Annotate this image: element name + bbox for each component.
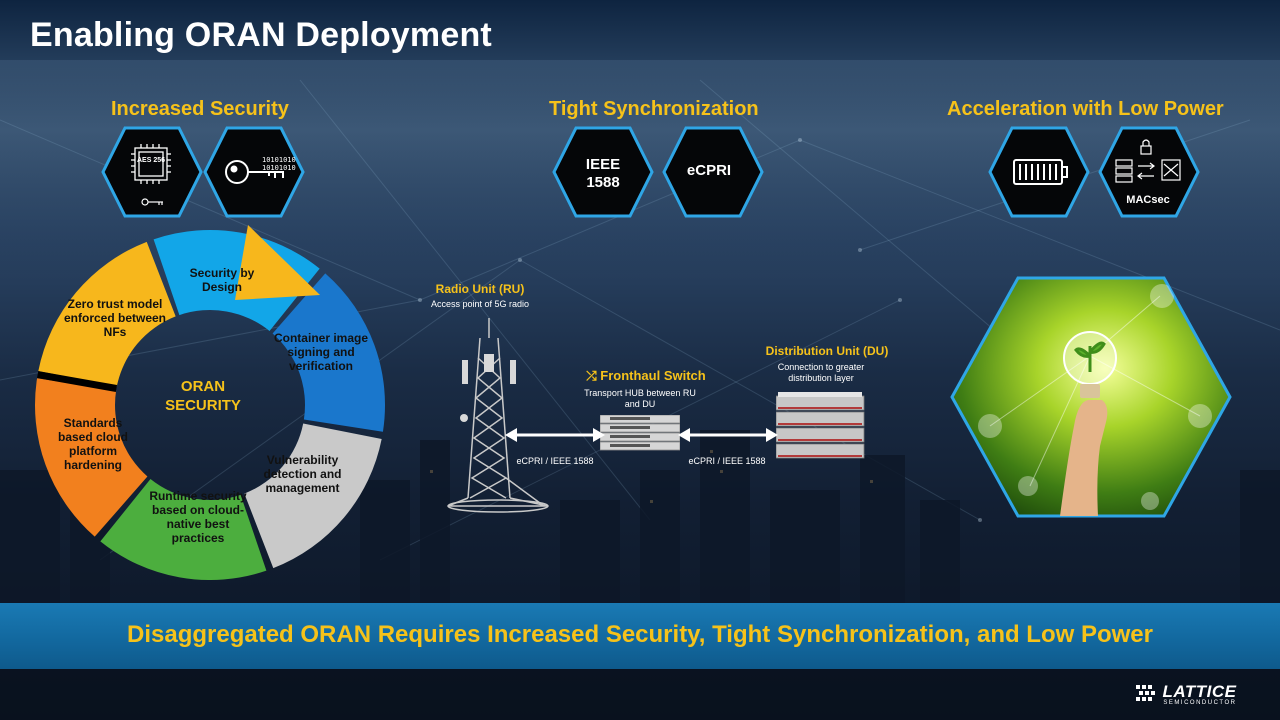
heading-increased-security: Increased Security <box>111 98 289 120</box>
wheel-segment-label: Vulnerability detection and management <box>263 453 342 495</box>
wheel-segment <box>100 479 267 580</box>
bottom-banner <box>0 603 1280 669</box>
link-label-right: eCPRI / IEEE 1588 <box>688 456 766 466</box>
shuffle-icon: ⤮ <box>586 368 597 383</box>
footer-strip <box>0 669 1280 720</box>
chip-icon <box>131 144 171 184</box>
fronthaul-switch-desc: Transport HUB between RU and DU <box>584 388 696 409</box>
left-double-arrow <box>505 428 605 442</box>
key-icon <box>225 160 284 184</box>
distribution-unit-desc: Connection to greater distribution layer <box>777 362 865 383</box>
heading-acceleration-low-power: Acceleration with Low Power <box>947 98 1224 120</box>
link-label-left: eCPRI / IEEE 1588 <box>516 456 594 466</box>
radio-unit-title: Radio Unit (RU) <box>435 282 525 296</box>
radio-unit-desc: Access point of 5G radio <box>430 299 530 309</box>
banner-text: Disaggregated ORAN Requires Increased Se… <box>127 621 1153 648</box>
oran-security-wheel <box>35 225 386 580</box>
wheel-segment-label: Standards based cloud platform hardening <box>57 416 128 472</box>
fronthaul-switch-label: Fronthaul Switch <box>600 368 706 383</box>
battery-icon <box>1013 159 1068 185</box>
ieee-1588-hex-label: IEEE 1588 <box>585 156 621 191</box>
binary-digits: 10101010 10101010 <box>262 156 296 172</box>
macsec-network-icon <box>1115 139 1181 183</box>
aes-chip-label: AES 256 <box>136 157 166 164</box>
wheel-segment-label: Zero trust model enforced between NFs <box>63 297 167 339</box>
fronthaul-switch-title: ⤮ Fronthaul Switch <box>576 368 716 384</box>
hand-icon <box>1060 400 1108 516</box>
right-double-arrow <box>678 428 778 442</box>
lattice-logo-icon <box>1136 685 1155 701</box>
lattice-sub: SEMICONDUCTOR <box>1163 700 1237 706</box>
ecpri-hex-label: eCPRI <box>686 162 732 179</box>
green-energy-hexagon <box>950 276 1232 518</box>
wheel-arrow-head <box>235 225 320 300</box>
macsec-label: MACsec <box>1126 194 1170 206</box>
wheel-segment-label: Runtime security based on cloud-native b… <box>149 489 247 545</box>
wheel-segment <box>38 241 176 387</box>
radio-tower-icon <box>447 318 549 513</box>
slide-title: Enabling ORAN Deployment <box>30 16 492 54</box>
sync-hex-icons <box>552 126 764 218</box>
lattice-logo: LATTICE SEMICONDUCTOR <box>1136 683 1236 707</box>
switch-stack-icon <box>600 415 680 451</box>
lattice-name: LATTICE <box>1162 682 1237 701</box>
wheel-center-label: ORAN SECURITY <box>165 378 241 414</box>
wheel-segment-label: Container image signing and verification <box>273 331 369 373</box>
small-key-icon <box>141 198 163 206</box>
wheel-segment-label: Security by Design <box>189 266 255 294</box>
power-hex-icons <box>988 126 1200 218</box>
security-hex-icons <box>101 126 305 218</box>
heading-tight-synchronization: Tight Synchronization <box>549 98 759 120</box>
wheel-divider <box>37 371 118 392</box>
server-rack-icon <box>776 392 865 459</box>
wheel-segment <box>35 378 148 537</box>
wheel-segment <box>272 273 386 432</box>
distribution-unit-title: Distribution Unit (DU) <box>765 344 889 358</box>
wheel-segment <box>244 423 382 569</box>
